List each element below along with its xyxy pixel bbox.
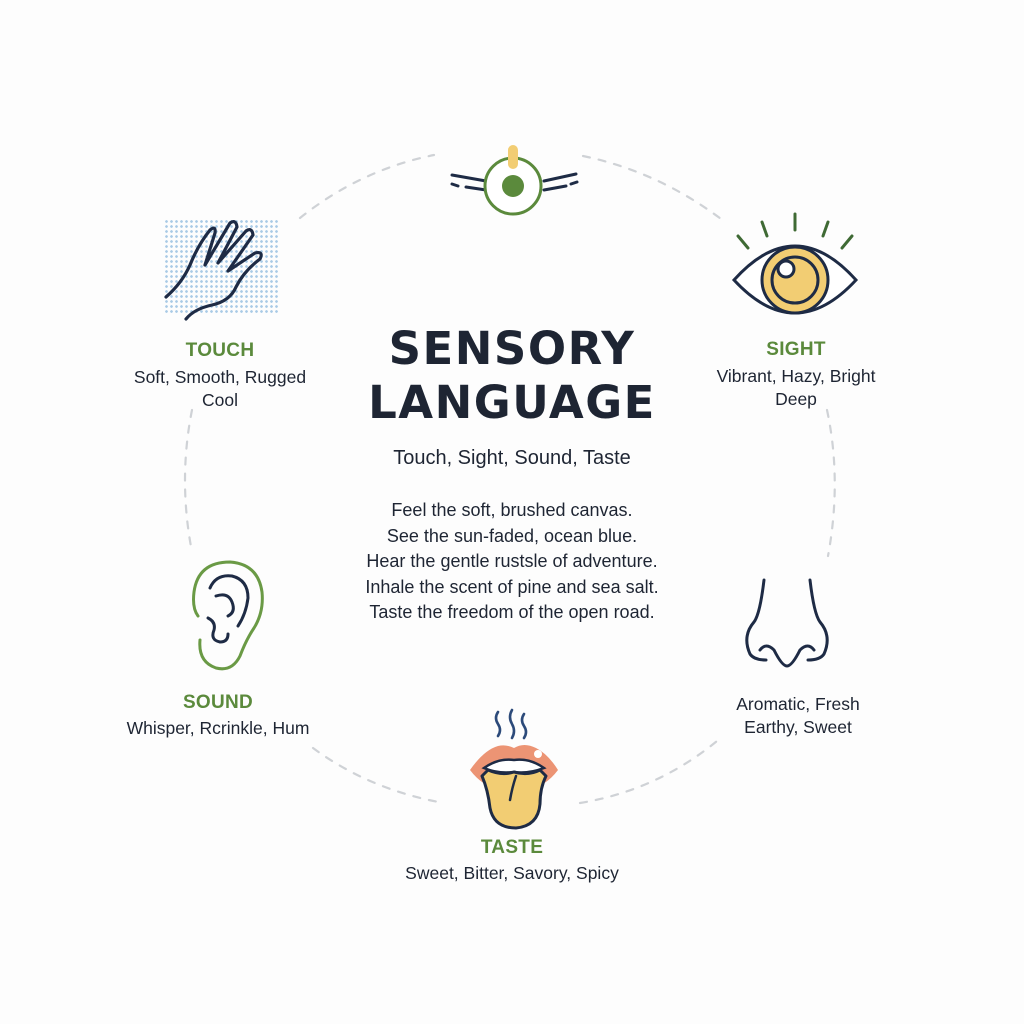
title-line2: LANGUAGE	[368, 376, 656, 429]
taste-words: Sweet, Bitter, Savory, Spicy	[372, 862, 652, 885]
taste-words-line1: Sweet, Bitter, Savory, Spicy	[405, 863, 619, 883]
sound-label: SOUND	[182, 692, 254, 713]
sight-words-line2: Deep	[775, 389, 817, 409]
tongue-icon	[470, 708, 558, 830]
touch-words: Soft, Smooth, Rugged Cool	[100, 366, 340, 412]
sight-label: SIGHT	[766, 339, 826, 360]
sight-words: Vibrant, Hazy, Bright Deep	[676, 365, 916, 411]
sound-words: Whisper, Rcrinkle, Hum	[98, 717, 338, 740]
sight-words-line1: Vibrant, Hazy, Bright	[716, 366, 876, 386]
listening-icon	[450, 145, 579, 216]
title-line1: SENSORY	[388, 322, 636, 375]
touch-label: TOUCH	[185, 340, 255, 361]
sound-words-line1: Whisper, Rcrinkle, Hum	[126, 718, 310, 738]
description-line: Hear the gentle rustsle of adventure.	[366, 551, 658, 571]
hand-icon	[164, 220, 263, 321]
touch-words-line1: Soft, Smooth, Rugged	[133, 367, 307, 387]
description-line: See the sun-faded, ocean blue.	[386, 525, 638, 546]
smell-words: Aromatic, Fresh Earthy, Sweet	[678, 693, 918, 739]
smell-words-line2: Earthy, Sweet	[744, 717, 852, 737]
sensory-description: Feel the soft, brushed canvas. See the s…	[312, 498, 712, 626]
smell-words-line1: Aromatic, Fresh	[736, 694, 860, 714]
page-title: SENSORY LANGUAGE	[312, 322, 712, 430]
eye-icon	[731, 212, 859, 315]
description-line: Taste the freedom of the open road.	[369, 602, 655, 622]
touch-words-line2: Cool	[202, 390, 238, 410]
nose-icon	[745, 578, 829, 668]
ear-icon	[192, 560, 264, 671]
subtitle: Touch, Sight, Sound, Taste	[393, 447, 631, 469]
description-line: Feel the soft, brushed canvas.	[391, 500, 633, 520]
description-line: Inhale the scent of pine and sea salt.	[365, 576, 659, 597]
taste-label: TASTE	[480, 837, 544, 858]
